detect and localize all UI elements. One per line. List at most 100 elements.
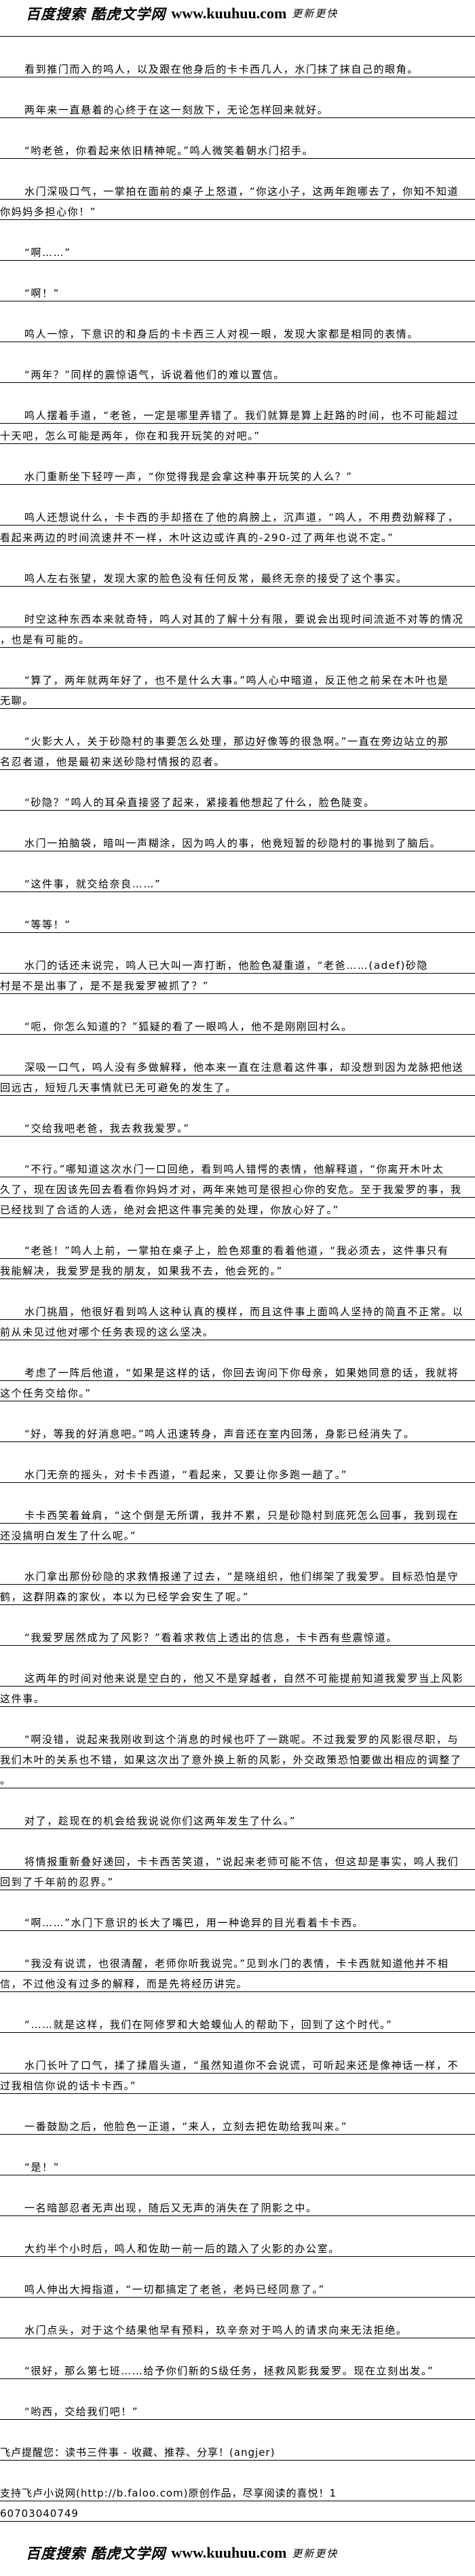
text-line: 还没搞明白发生了什么呢。” <box>0 1524 475 1544</box>
text-line: 60703040749 <box>0 2501 475 2522</box>
text-line: “交给我吧老爸，我去救我爱罗。” <box>0 1116 475 1137</box>
text-line: 前从未见过他对哪个任务表现的这么坚决。 <box>0 1320 475 1340</box>
paragraph: 水门无奈的摇头，对卡卡西道，“看起来，又要让你多跑一趟了。” <box>0 1462 475 1483</box>
text-line: 我能解决，我爱罗是我的朋友，如果我不去，他会死的。” <box>0 1259 475 1279</box>
paragraph: “等等！” <box>0 913 475 933</box>
paragraph: “很好，那么第七班……给予你们新的S级任务，拯救风影我爱罗。现在立刻出发。” <box>0 2359 475 2379</box>
text-line: 无聊。 <box>0 688 475 709</box>
text-line: “火影大人，关于砂隐村的事要怎么处理，那边好像等的很急啊。”一直在旁边站立的那 <box>0 729 475 750</box>
text-line: 。 <box>0 1768 475 1788</box>
text-line: 十天吧，怎么可能是两年，你在和我开玩笑的对吧。” <box>0 424 475 444</box>
paragraph: 水门深吸口气，一掌拍在面前的桌子上怒道，“你这小子，这两年跑哪去了，你知不知道你… <box>0 179 475 220</box>
text-line: 这件事。 <box>0 1687 475 1707</box>
text-line: “啊……” <box>0 240 475 261</box>
text-line: 名忍者道，他是最初来送砂隐村情报的忍者。 <box>0 750 475 770</box>
paragraph: “啊……” <box>0 240 475 261</box>
text-line: 水门重新坐下轻哼一声，“你觉得我是会拿这种事开玩笑的人么？” <box>0 464 475 485</box>
text-line: “两年？”同样的震惊语气，诉说着他们的难以置信。 <box>0 363 475 383</box>
text-line: “是！” <box>0 2155 475 2175</box>
text-line: “呃，你怎么知道的？”狐疑的看了一眼鸣人，他不是刚刚回村么。 <box>0 1014 475 1035</box>
paragraph: 鸣人左右张望，发现大家的脸色没有任何反常，最终无奈的接受了这个事实。 <box>0 566 475 587</box>
banner-site-name: 百度搜索 酷虎文学网 <box>26 2545 166 2562</box>
paragraph: 卡卡西笑着耸肩，“这个倒是无所谓，我并不累，只是砂隐村到底死怎么回事，我到现在还… <box>0 1503 475 1544</box>
banner-url: www.kuuhuu.com <box>171 2544 287 2561</box>
text-line: 飞卢提醒您：读书三件事 - 收藏、推荐、分享！(angjer) <box>0 2440 475 2461</box>
text-line: 水门的话还未说完，鸣人已大叫一声打断，他脸色凝重道，“老爸……(adef)砂隐 <box>0 953 475 974</box>
text-line: 鸣人左右张望，发现大家的脸色没有任何反常，最终无奈的接受了这个事实。 <box>0 566 475 587</box>
paragraph: “交给我吧老爸，我去救我爱罗。” <box>0 1116 475 1137</box>
text-line: “老爸！”鸣人上前，一掌拍在桌子上，脸色郑重的看着他道，“我必须去，这件事只有 <box>0 1238 475 1259</box>
footer-note: 支持飞卢小说网(http://b.faloo.com)原创作品，尽享阅读的喜悦！… <box>0 2481 475 2522</box>
text-line: 卡卡西笑着耸肩，“这个倒是无所谓，我并不累，只是砂隐村到底死怎么回事，我到现在 <box>0 1503 475 1524</box>
text-line: 村是不是出事了，是不是我爱罗被抓了？” <box>0 974 475 994</box>
text-line: “我爱罗居然成为了风影？”看着求救信上透出的信息，卡卡西有些震惊道。 <box>0 1625 475 1646</box>
text-line: “砂隐？”鸣人的耳朵直接竖了起来，紧接着他想起了什么，脸色陡变。 <box>0 790 475 811</box>
text-line: “哟老爸，你看起来依旧精神呢。”鸣人微笑着朝水门招手。 <box>0 139 475 159</box>
paragraph: 水门一拍脑袋，暗叫一声糊涂，因为鸣人的事，他竟短暂的砂隐村的事抛到了脑后。 <box>0 831 475 851</box>
banner-site-name: 百度搜索 酷虎文学网 <box>26 5 166 22</box>
paragraph: 水门的话还未说完，鸣人已大叫一声打断，他脸色凝重道，“老爸……(adef)砂隐村… <box>0 953 475 994</box>
banner-url: www.kuuhuu.com <box>171 4 287 22</box>
banner-tagline: 更新更快 <box>292 7 339 20</box>
paragraph: “呃，你怎么知道的？”狐疑的看了一眼鸣人，他不是刚刚回村么。 <box>0 1014 475 1035</box>
paragraph: 鸣人一惊，下意识的和身后的卡卡西三人对视一眼，发现大家都是相同的表情。 <box>0 322 475 342</box>
text-line: 我们木叶的关系也不错，如果这次出了意外换上新的风影，外交政策恐怕要做出相应的调整… <box>0 1748 475 1768</box>
paragraph: 这两年的时间对他来说是空白的，他又不是穿越者，自然不可能提前知道我爱罗当上风影这… <box>0 1666 475 1707</box>
paragraph: 对了，趁现在的机会给我说说你们这两年发生了什么。” <box>0 1809 475 1829</box>
text-line: 支持飞卢小说网(http://b.faloo.com)原创作品，尽享阅读的喜悦！… <box>0 2481 475 2501</box>
text-line: 已经找到了合适的人选，绝对会把这件事完美的处理，你放心好了。” <box>0 1198 475 1218</box>
text-line: 一番鼓励之后，他脸色一正道，“来人，立刻去把佐助给我叫来。” <box>0 2114 475 2135</box>
paragraph: 鸣人伸出大拇指道，“一切都搞定了老爸，老妈已经同意了。” <box>0 2277 475 2298</box>
paragraph: 一番鼓励之后，他脸色一正道，“来人，立刻去把佐助给我叫来。” <box>0 2114 475 2135</box>
text-line: 鸣人摆着手道，“老爸，一定是哪里弄错了。我们就算是算上赶路的时间，也不可能超过 <box>0 403 475 424</box>
site-banner-top: 百度搜索 酷虎文学网 www.kuuhuu.com 更新更快 <box>0 0 475 37</box>
text-line: 你妈妈多担心你！” <box>0 200 475 220</box>
text-line: “……就是这样，我们在阿修罗和大蛤蟆仙人的帮助下，回到了这个时代。” <box>0 2012 475 2033</box>
footer-note: 飞卢提醒您：读书三件事 - 收藏、推荐、分享！(angjer) <box>0 2440 475 2461</box>
text-line: “啊！” <box>0 281 475 301</box>
paragraph: “我爱罗居然成为了风影？”看着求救信上透出的信息，卡卡西有些震惊道。 <box>0 1625 475 1646</box>
text-line: 信，不过他没有过多的解释，而是先将经历讲完。 <box>0 1972 475 1992</box>
paragraph: 水门重新坐下轻哼一声，“你觉得我是会拿这种事开玩笑的人么？” <box>0 464 475 485</box>
paragraph: “啊！” <box>0 281 475 301</box>
text-line: “很好，那么第七班……给予你们新的S级任务，拯救风影我爱罗。现在立刻出发。” <box>0 2359 475 2379</box>
banner-tagline: 更新更快 <box>292 2547 339 2560</box>
text-line: 两年来一直悬着的心终于在这一刻放下，无论怎样回来就好。 <box>0 98 475 118</box>
text-line: “等等！” <box>0 913 475 933</box>
text-line: “啊……”水门下意识的长大了嘴巴，用一种诡异的目光看着卡卡西。 <box>0 1911 475 1931</box>
text-line: 对了，趁现在的机会给我说说你们这两年发生了什么。” <box>0 1809 475 1829</box>
paragraph: “砂隐？”鸣人的耳朵直接竖了起来，紧接着他想起了什么，脸色陡变。 <box>0 790 475 811</box>
paragraph: 看到推门而入的鸣人，以及跟在他身后的卡卡西几人，水门抹了抹自己的眼角。 <box>0 57 475 77</box>
text-line: “不行。”哪知道这次水门一口回绝，看到鸣人错愕的表情，他解释道，“你离开木叶太 <box>0 1157 475 1177</box>
site-banner-bottom: 百度搜索 酷虎文学网 www.kuuhuu.com 更新更快 <box>0 2539 475 2576</box>
chapter-text: 看到推门而入的鸣人，以及跟在他身后的卡卡西几人，水门抹了抹自己的眼角。两年来一直… <box>0 57 475 2420</box>
text-line: “我没有说谎，也很清醒，老师你听我说完。”见到水门的表情，卡卡西就知道他并不相 <box>0 1951 475 1972</box>
paragraph: 将情报重新叠好递回，卡卡西苦笑道，“说起来老师可能不信，但这却是事实，鸣人我们回… <box>0 1850 475 1890</box>
text-line: 水门长叶了口气，揉了揉眉头道，“虽然知道你不会说谎，可听起来还是像神话一样，不 <box>0 2053 475 2074</box>
paragraph: “两年？”同样的震惊语气，诉说着他们的难以置信。 <box>0 363 475 383</box>
text-line: 这个任务交给你。” <box>0 1381 475 1401</box>
paragraph: “算了，两年就两年好了，也不是什么大事。”鸣人心中暗道，反正他之前呆在木叶也是无… <box>0 668 475 709</box>
paragraph: “……就是这样，我们在阿修罗和大蛤蟆仙人的帮助下，回到了这个时代。” <box>0 2012 475 2033</box>
text-line: 水门点头，对于这个结果他早有预料，玖辛奈对于鸣人的请求向来无法拒绝。 <box>0 2318 475 2338</box>
text-line: 将情报重新叠好递回，卡卡西苦笑道，“说起来老师可能不信，但这却是事实，鸣人我们 <box>0 1850 475 1870</box>
text-line: 看起来两边的时间流速并不一样，木叶这边或许真的-290-过了两年也说不定。” <box>0 526 475 546</box>
text-line: 考虑了一阵后他道，“如果是这样的话，你回去询问下你母亲，如果她同意的话，我就将 <box>0 1361 475 1381</box>
text-line: 时空这种东西本来就奇特，鸣人对其的了解十分有限，要说会出现时间流逝不对等的情况 <box>0 607 475 627</box>
paragraph: 鸣人还想说什么，卡卡西的手却搭在了他的肩膀上，沉声道，“鸣人，不用费劲解释了，看… <box>0 505 475 546</box>
paragraph: 大约半个小时后，鸣人和佐助一前一后的踏入了火影的办公室。 <box>0 2237 475 2257</box>
text-line: 水门深吸口气，一掌拍在面前的桌子上怒道，“你这小子，这两年跑哪去了，你知不知道 <box>0 179 475 200</box>
text-line: 过我相信你说的话卡卡西。” <box>0 2074 475 2094</box>
paragraph: 水门点头，对于这个结果他早有预料，玖辛奈对于鸣人的请求向来无法拒绝。 <box>0 2318 475 2338</box>
paragraph: 水门挑眉，他很好看到鸣人这种认真的模样，而且这件事上面鸣人坚持的简直不正常。以前… <box>0 1300 475 1340</box>
text-line: “这件事，就交给奈良……” <box>0 872 475 892</box>
text-line: “好，等我的好消息吧。”鸣人迅速转身，声音还在室内回荡，身影已经消失了。 <box>0 1422 475 1442</box>
text-line: 深吸一口气，鸣人没有多做解释，他本来一直在注意着这件事，却没想到因为龙脉把他送 <box>0 1055 475 1075</box>
text-line: 水门挑眉，他很好看到鸣人这种认真的模样，而且这件事上面鸣人坚持的简直不正常。以 <box>0 1300 475 1320</box>
paragraph: 一名暗部忍者无声出现，随后又无声的消失在了阴影之中。 <box>0 2196 475 2216</box>
text-line: “哟西，交给我们吧！” <box>0 2399 475 2420</box>
paragraph: 时空这种东西本来就奇特，鸣人对其的了解十分有限，要说会出现时间流逝不对等的情况，… <box>0 607 475 648</box>
text-line: 水门一拍脑袋，暗叫一声糊涂，因为鸣人的事，他竟短暂的砂隐村的事抛到了脑后。 <box>0 831 475 851</box>
text-line: “算了，两年就两年好了，也不是什么大事。”鸣人心中暗道，反正他之前呆在木叶也是 <box>0 668 475 688</box>
paragraph: 两年来一直悬着的心终于在这一刻放下，无论怎样回来就好。 <box>0 98 475 118</box>
